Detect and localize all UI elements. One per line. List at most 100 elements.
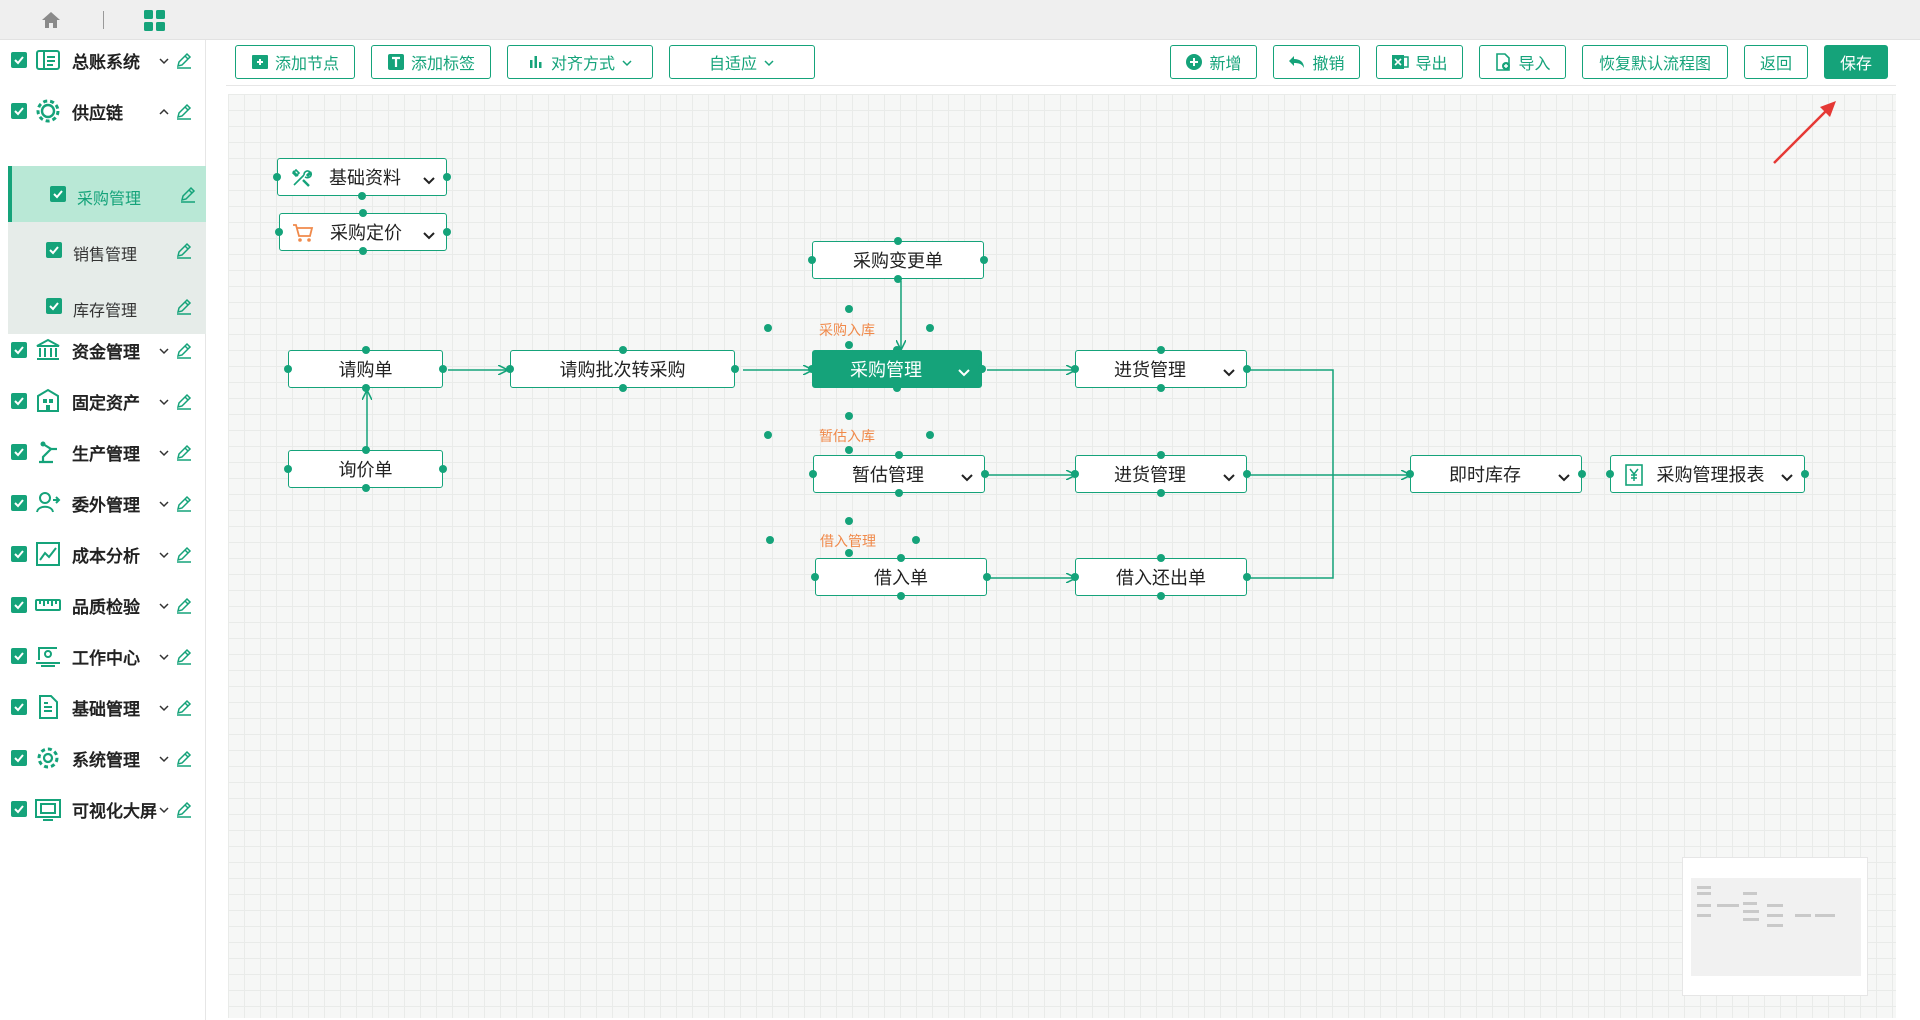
edit-icon[interactable] bbox=[175, 241, 193, 259]
connection-anchor[interactable] bbox=[1243, 573, 1251, 581]
sidebar-item[interactable]: 总账系统 bbox=[0, 40, 206, 80]
checkbox[interactable] bbox=[11, 801, 27, 817]
edge-label-anchor[interactable] bbox=[926, 431, 934, 439]
connection-anchor[interactable] bbox=[981, 470, 989, 478]
chevron-down-icon[interactable] bbox=[1222, 364, 1236, 378]
flow-node-inquiry[interactable]: 询价单 bbox=[288, 450, 443, 488]
connection-anchor[interactable] bbox=[358, 192, 366, 200]
minimap[interactable] bbox=[1682, 857, 1868, 996]
edit-icon[interactable] bbox=[175, 443, 193, 461]
edit-icon[interactable] bbox=[175, 102, 193, 120]
edge-label-anchor[interactable] bbox=[845, 341, 853, 349]
chevron-down-icon[interactable] bbox=[1557, 469, 1571, 483]
chevron-down-icon[interactable] bbox=[158, 752, 170, 764]
sidebar-item[interactable]: 基础管理 bbox=[0, 687, 206, 727]
connection-anchor[interactable] bbox=[273, 173, 281, 181]
connection-anchor[interactable] bbox=[983, 573, 991, 581]
connection-anchor[interactable] bbox=[506, 365, 514, 373]
connection-anchor[interactable] bbox=[1606, 470, 1614, 478]
connection-anchor[interactable] bbox=[808, 256, 816, 264]
edge-label-anchor[interactable] bbox=[845, 446, 853, 454]
connection-anchor[interactable] bbox=[359, 209, 367, 217]
edit-icon[interactable] bbox=[175, 545, 193, 563]
connection-anchor[interactable] bbox=[1071, 573, 1079, 581]
connection-anchor[interactable] bbox=[897, 554, 905, 562]
sidebar-item[interactable]: 生产管理 bbox=[0, 432, 206, 472]
connection-anchor[interactable] bbox=[811, 573, 819, 581]
chevron-up-icon[interactable] bbox=[158, 105, 170, 117]
connection-anchor[interactable] bbox=[894, 237, 902, 245]
undo-button[interactable]: 撤销 bbox=[1273, 45, 1360, 79]
checkbox[interactable] bbox=[11, 750, 27, 766]
chevron-down-icon[interactable] bbox=[158, 599, 170, 611]
connection-anchor[interactable] bbox=[359, 247, 367, 255]
connection-anchor[interactable] bbox=[443, 228, 451, 236]
connection-anchor[interactable] bbox=[893, 346, 901, 354]
connection-anchor[interactable] bbox=[618, 384, 627, 392]
connection-anchor[interactable] bbox=[439, 465, 447, 473]
edge-label-anchor[interactable] bbox=[926, 324, 934, 332]
chevron-down-icon[interactable] bbox=[158, 548, 170, 560]
edit-icon[interactable] bbox=[175, 698, 193, 716]
sidebar-item[interactable]: 资金管理 bbox=[0, 330, 206, 370]
connection-anchor[interactable] bbox=[1157, 489, 1165, 497]
flow-node-instant-stock[interactable]: 即时库存 bbox=[1410, 455, 1582, 493]
chevron-down-icon[interactable] bbox=[158, 344, 170, 356]
sidebar-item[interactable]: 供应链 bbox=[0, 91, 206, 131]
edge-label-anchor[interactable] bbox=[766, 536, 774, 544]
flow-node-basic-data[interactable]: 基础资料 bbox=[277, 158, 447, 196]
submenu-item[interactable]: 库存管理 bbox=[8, 278, 206, 334]
flow-node-purchase-report[interactable]: 采购管理报表 bbox=[1610, 455, 1805, 493]
edit-icon[interactable] bbox=[175, 749, 193, 767]
submenu-item[interactable]: 销售管理 bbox=[8, 222, 206, 278]
connection-anchor[interactable] bbox=[1071, 470, 1079, 478]
add-node-button[interactable]: 添加节点 bbox=[235, 45, 355, 79]
chevron-down-icon[interactable] bbox=[422, 172, 436, 186]
edit-icon[interactable] bbox=[179, 185, 197, 203]
checkbox[interactable] bbox=[46, 242, 62, 258]
checkbox[interactable] bbox=[11, 597, 27, 613]
checkbox[interactable] bbox=[11, 495, 27, 511]
checkbox[interactable] bbox=[11, 103, 27, 119]
connection-anchor[interactable] bbox=[1071, 365, 1079, 373]
flow-node-purchase-change[interactable]: 采购变更单 bbox=[812, 241, 984, 279]
chevron-down-icon[interactable] bbox=[158, 446, 170, 458]
connection-anchor[interactable] bbox=[1157, 384, 1165, 392]
chevron-down-icon[interactable] bbox=[1780, 469, 1794, 483]
sidebar-item[interactable]: 固定资产 bbox=[0, 381, 206, 421]
flow-node-borrow-note[interactable]: 借入单 bbox=[815, 558, 987, 596]
connection-anchor[interactable] bbox=[978, 365, 986, 373]
connection-anchor[interactable] bbox=[361, 346, 370, 354]
import-button[interactable]: 导入 bbox=[1479, 45, 1566, 79]
edge-label-anchor[interactable] bbox=[845, 412, 853, 420]
flow-canvas[interactable] bbox=[228, 94, 1896, 1018]
flow-node-requisition[interactable]: 请购单 bbox=[288, 350, 443, 388]
back-button[interactable]: 返回 bbox=[1744, 45, 1808, 79]
flow-node-stock-in-2[interactable]: 进货管理 bbox=[1075, 455, 1247, 493]
add-label-button[interactable]: 添加标签 bbox=[371, 45, 491, 79]
connection-anchor[interactable] bbox=[361, 446, 370, 454]
edit-icon[interactable] bbox=[175, 392, 193, 410]
edit-icon[interactable] bbox=[175, 297, 193, 315]
connection-anchor[interactable] bbox=[1801, 470, 1809, 478]
chevron-down-icon[interactable] bbox=[158, 497, 170, 509]
chevron-down-icon[interactable] bbox=[158, 54, 170, 66]
grid-apps-icon[interactable] bbox=[144, 10, 165, 31]
edit-icon[interactable] bbox=[175, 800, 193, 818]
connection-anchor[interactable] bbox=[443, 173, 451, 181]
chevron-down-icon[interactable] bbox=[960, 469, 974, 483]
connection-anchor[interactable] bbox=[809, 470, 817, 478]
flow-node-purchase-pricing[interactable]: 采购定价 bbox=[279, 213, 447, 251]
sidebar-item[interactable]: 委外管理 bbox=[0, 483, 206, 523]
flow-node-borrow-return[interactable]: 借入还出单 bbox=[1075, 558, 1247, 596]
edit-icon[interactable] bbox=[175, 647, 193, 665]
edge-label-anchor[interactable] bbox=[845, 517, 853, 525]
connection-anchor[interactable] bbox=[618, 346, 627, 354]
connection-anchor[interactable] bbox=[1243, 365, 1251, 373]
flow-node-purchase-mgmt[interactable]: 采购管理 bbox=[812, 350, 982, 388]
connection-anchor[interactable] bbox=[361, 384, 370, 392]
chevron-down-icon[interactable] bbox=[422, 227, 436, 241]
flow-node-stock-in-1[interactable]: 进货管理 bbox=[1075, 350, 1247, 388]
checkbox[interactable] bbox=[11, 342, 27, 358]
home-icon[interactable] bbox=[41, 11, 61, 29]
